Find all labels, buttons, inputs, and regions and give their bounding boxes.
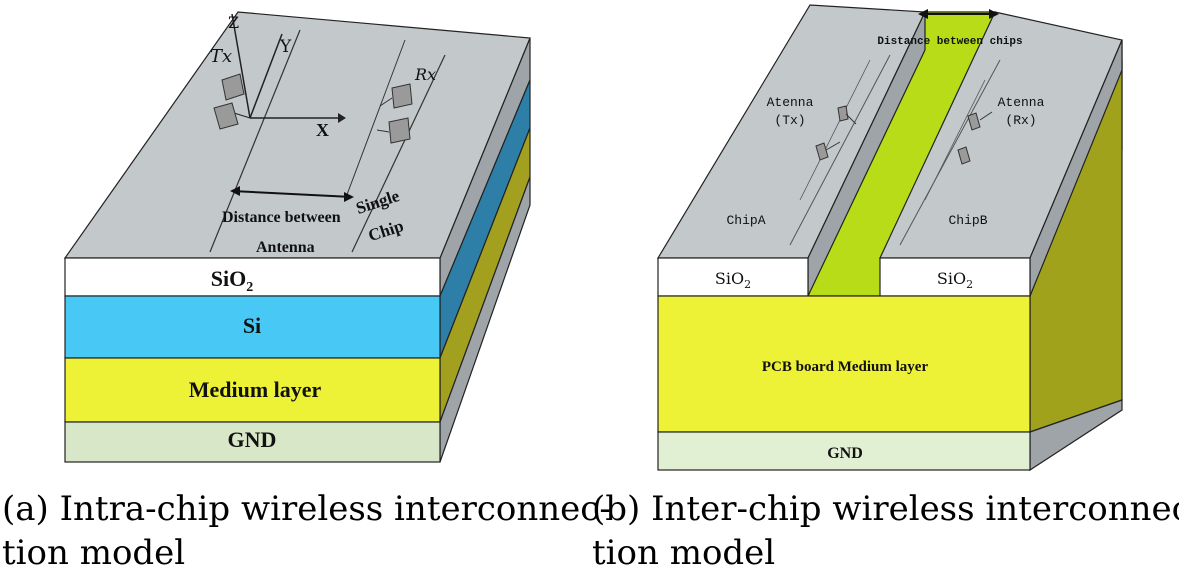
layer-si-label: Si <box>243 313 261 338</box>
tx-antenna-b-leader-2 <box>825 141 841 151</box>
layer-medium-label: Medium layer <box>189 377 322 402</box>
pcb-label: PCB board Medium layer <box>762 359 929 375</box>
caption-a-line1: (a) Intra-chip wireless interconnec- <box>2 489 611 529</box>
rx-antenna-b-1 <box>967 112 981 131</box>
chipa-label: ChipA <box>726 213 765 228</box>
axis-x-label: X <box>316 120 329 140</box>
chipb-guide-line-2 <box>924 79 986 201</box>
tx-antenna-b-leader-1 <box>845 113 857 125</box>
layer-sio2 <box>64 257 441 297</box>
antenna-tx-label-1: Atenna <box>767 95 814 110</box>
chipb-guide-line <box>899 59 1001 246</box>
chip-distance-arrow-right <box>989 9 999 19</box>
caption-b-line2: tion model <box>592 533 775 573</box>
rx-label: Rx <box>414 65 436 84</box>
chip-distance-arrow-left <box>918 9 928 19</box>
chipa-sio2-layer <box>657 257 809 297</box>
axis-y-line <box>249 33 283 119</box>
caption-a-line2: tion model <box>2 533 185 573</box>
chipa-guide-line <box>789 54 891 246</box>
layer-si <box>64 295 441 359</box>
rx-antenna-b-2 <box>957 146 971 165</box>
antenna-tx-label-2: (Tx) <box>774 113 805 128</box>
chipa-guide-line-2 <box>799 59 871 201</box>
distance-arrow-head-right <box>344 192 354 202</box>
layer-sio2-label: SiO2 <box>211 266 253 295</box>
distance-arrow-line <box>231 190 353 198</box>
layer-gnd <box>64 421 441 463</box>
tx-antenna-b-1 <box>837 105 849 122</box>
gnd-layer <box>657 431 1031 471</box>
rx-antenna-1 <box>391 83 413 109</box>
chipb-sio2-layer <box>879 257 1031 297</box>
tx-guide-line <box>209 29 301 253</box>
rx-guide-line <box>351 54 446 253</box>
axis-z-label: Z <box>228 13 239 32</box>
distance-label-line2: Antenna <box>256 239 315 256</box>
tx-label: Tx <box>210 46 232 67</box>
caption-b-line1: (b) Inter-chip wireless interconnec- <box>592 489 1179 529</box>
distance-label-line1: Distance between <box>222 209 341 226</box>
layer-gnd-label: GND <box>228 427 277 452</box>
figure-b: SiO2 SiO2 PCB board Medium layer GND Dis… <box>592 4 1179 573</box>
axis-z-line <box>231 13 251 119</box>
pcb-medium-layer <box>657 295 1031 433</box>
rx-guide-line-2 <box>344 39 406 201</box>
rx-antenna-leader-2 <box>376 129 390 133</box>
chipb-label: ChipB <box>948 213 987 228</box>
distance-arrow-head-left <box>230 186 240 196</box>
chip-distance-label: Distance between chips <box>877 36 1022 48</box>
layer-medium <box>64 357 441 423</box>
figure-a: SiO2 Si Medium layer GND Z Y X Tx Rx Dis… <box>2 11 611 573</box>
tx-antenna-1 <box>221 73 245 101</box>
gnd-label: GND <box>827 445 863 462</box>
rx-antenna-leader <box>379 97 393 107</box>
antenna-rx-label-1: Atenna <box>998 95 1045 110</box>
antenna-rx-label-2: (Rx) <box>1005 113 1036 128</box>
rx-antenna-b-leader <box>979 111 993 121</box>
axis-x-arrow <box>338 113 346 123</box>
axis-y-label: Y <box>279 37 292 57</box>
tx-antenna-2 <box>213 102 239 130</box>
tx-antenna-b-2 <box>815 142 829 161</box>
rx-antenna-2 <box>388 117 411 144</box>
chipa-sio2-label: SiO2 <box>715 269 751 291</box>
chipb-sio2-label: SiO2 <box>937 269 973 291</box>
